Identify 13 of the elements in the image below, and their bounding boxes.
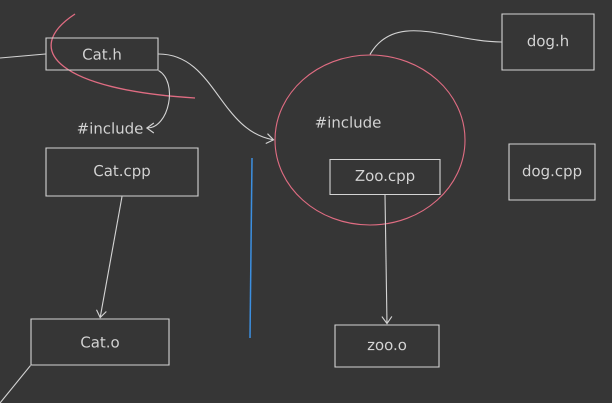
file-box: Cat.o bbox=[30, 318, 170, 366]
arrow bbox=[381, 195, 392, 324]
arrow bbox=[158, 53, 274, 144]
file-box: Cat.h bbox=[45, 37, 159, 71]
file-box: dog.cpp bbox=[508, 143, 596, 201]
include-text: #include bbox=[316, 116, 381, 128]
file-box: Cat.cpp bbox=[45, 147, 199, 197]
file-box: dog.h bbox=[501, 13, 595, 71]
file-box: Zoo.cpp bbox=[329, 158, 441, 196]
arrow bbox=[146, 70, 170, 134]
arrow bbox=[96, 196, 123, 318]
file-box: zoo.o bbox=[334, 324, 440, 368]
include-text: #include bbox=[78, 122, 143, 134]
